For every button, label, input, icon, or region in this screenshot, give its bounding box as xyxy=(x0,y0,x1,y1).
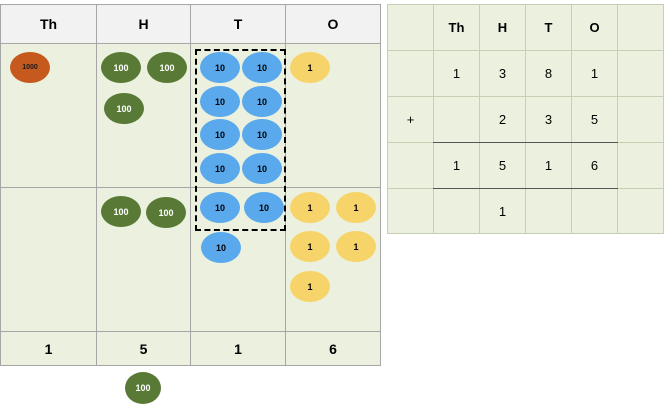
addend1-cell: 1 xyxy=(571,50,618,97)
total-o: 6 xyxy=(285,331,381,366)
col-header-th: Th xyxy=(433,4,480,51)
sum-cell: 6 xyxy=(571,142,618,189)
ten-counter: 10 xyxy=(201,232,241,263)
addend1-cell xyxy=(617,50,664,97)
hundred-counter: 100 xyxy=(101,52,141,83)
sum-cell: 1 xyxy=(525,142,572,189)
header-h: H xyxy=(96,4,191,44)
one-counter: 1 xyxy=(290,52,330,83)
ten-counter: 10 xyxy=(242,119,282,150)
row2-th xyxy=(0,187,97,332)
header-t: T xyxy=(190,4,286,44)
one-counter: 1 xyxy=(336,231,376,262)
hundred-counter: 100 xyxy=(146,197,186,228)
addend2-cell xyxy=(433,96,480,143)
carry-cell xyxy=(433,188,480,234)
addend2-cell xyxy=(617,96,664,143)
sum-cell xyxy=(617,142,664,189)
addend2-cell: 3 xyxy=(525,96,572,143)
addend2-cell: 5 xyxy=(571,96,618,143)
plus-sign-cell: + xyxy=(387,96,434,143)
hundred-counter: 100 xyxy=(101,196,141,227)
addend1-cell: 3 xyxy=(479,50,526,97)
col-header-blank xyxy=(387,4,434,51)
ten-counter: 10 xyxy=(200,52,240,83)
ten-counter: 10 xyxy=(242,52,282,83)
ten-counter: 10 xyxy=(200,86,240,117)
ten-counter: 10 xyxy=(242,86,282,117)
one-counter: 1 xyxy=(290,271,330,302)
col-header-blank-end xyxy=(617,4,664,51)
total-th: 1 xyxy=(0,331,97,366)
addend1-cell: 8 xyxy=(525,50,572,97)
one-counter: 1 xyxy=(290,231,330,262)
col-header-o: O xyxy=(571,4,618,51)
exchanged-hundred-counter: 100 xyxy=(125,372,161,404)
ten-counter: 10 xyxy=(200,192,240,223)
hundred-counter: 100 xyxy=(104,93,144,124)
one-counter: 1 xyxy=(336,192,376,223)
ten-counter: 10 xyxy=(242,153,282,184)
thousand-counter: 1000 xyxy=(10,52,50,83)
col-header-t: T xyxy=(525,4,572,51)
answer-line-top xyxy=(433,142,618,143)
hundred-counter: 100 xyxy=(147,52,187,83)
sum-cell: 5 xyxy=(479,142,526,189)
carry-cell xyxy=(525,188,572,234)
addend2-cell: 2 xyxy=(479,96,526,143)
ten-counter: 10 xyxy=(244,192,284,223)
col-header-h: H xyxy=(479,4,526,51)
carry-cell xyxy=(571,188,618,234)
header-o: O xyxy=(285,4,381,44)
carry-cell xyxy=(387,188,434,234)
carry-cell: 1 xyxy=(479,188,526,234)
header-th: Th xyxy=(0,4,97,44)
sum-cell xyxy=(387,142,434,189)
ten-counter: 10 xyxy=(200,119,240,150)
addend1-cell xyxy=(387,50,434,97)
sum-cell: 1 xyxy=(433,142,480,189)
ten-counter: 10 xyxy=(200,153,240,184)
answer-line-bottom xyxy=(433,188,618,189)
carry-cell xyxy=(617,188,664,234)
total-t: 1 xyxy=(190,331,286,366)
total-h: 5 xyxy=(96,331,191,366)
regroup-box xyxy=(195,49,286,231)
addend1-cell: 1 xyxy=(433,50,480,97)
one-counter: 1 xyxy=(290,192,330,223)
